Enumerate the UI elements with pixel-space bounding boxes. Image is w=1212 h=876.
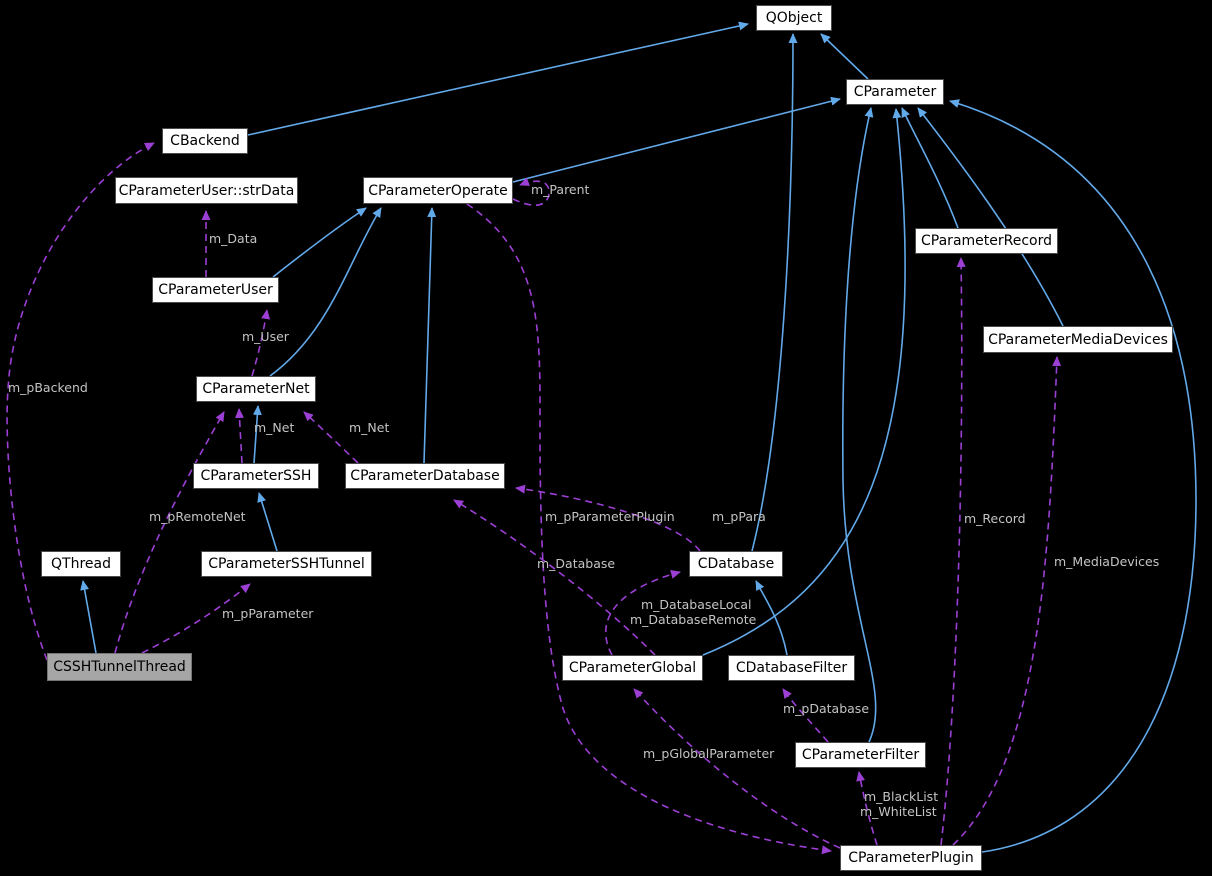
edge-cparametermediadevices-cparameter (917, 107, 1064, 327)
class-node-qobject[interactable]: QObject (756, 5, 832, 31)
edge-label-m-data: m_Data (209, 231, 258, 246)
class-node-qthread[interactable]: QThread (41, 551, 121, 577)
edge-label-m-pparameterplugin: m_pParameterPlugin (545, 509, 675, 524)
edge-label-m-pbackend: m_pBackend (8, 380, 88, 395)
edge-cparameteruser-cparameteroperate (272, 207, 367, 278)
edge-label-m-blacklist: m_BlackList (864, 789, 939, 804)
edge-cparameterglobal-cdatabase-m-databaselocal-remote (604, 570, 681, 656)
edge-label-m-net-database: m_Net (349, 420, 390, 435)
class-node-cparameteruser[interactable]: CParameterUser (152, 277, 279, 303)
edge-csshtunnelthread-qthread (80, 580, 97, 654)
edge-cparameterfilter-cparameter (842, 107, 877, 743)
class-node-cparameterglobal[interactable]: CParameterGlobal (562, 655, 703, 681)
edge-cparameterglobal-cparameter (702, 108, 906, 656)
edge-label-m-database: m_Database (537, 556, 616, 571)
edge-csshtunnelthread-cparametersshtunnel-m-pparameter (141, 583, 251, 654)
edge-label-m-net-ssh: m_Net (254, 420, 295, 435)
edge-cdatabasefilter-cdatabase (755, 580, 788, 656)
edge-cparameterssh-cparameternet (252, 405, 262, 464)
edge-cparameternet-cparameteruser-m-user (251, 309, 271, 377)
edge-cparameter-qobject (820, 33, 869, 80)
class-node-cparameterdatabase[interactable]: CParameterDatabase (345, 463, 505, 489)
edge-cparameterplugin-cparameterfilter-m-blacklist-whitelist (856, 771, 878, 846)
edge-cbackend-qobject (247, 21, 749, 136)
class-node-cparametersshtunnel[interactable]: CParameterSSHTunnel (201, 551, 372, 577)
class-node-cparameter[interactable]: CParameter (846, 79, 944, 105)
class-node-cparameternet[interactable]: CParameterNet (196, 376, 316, 402)
class-node-cparameterplugin[interactable]: CParameterPlugin (840, 845, 982, 871)
edge-cparameteroperate-self-m-parent (512, 177, 550, 207)
class-node-cparameteruser-strdata[interactable]: CParameterUser::strData (115, 177, 298, 204)
edge-cparameterfilter-cdatabasefilter-m-pdatabase (782, 688, 829, 743)
edge-cparameterdatabase-cparameteroperate (423, 207, 437, 464)
edge-cparameterssh-cparameternet-m-net (235, 408, 244, 464)
edge-cparameterplugin-cparametermediadevices-m-mediadevices (952, 356, 1062, 846)
edge-cparameteroperate-cparameterplugin-m-pparameterplugin (466, 203, 832, 855)
edge-cparameterrecord-cparameter (901, 107, 959, 229)
edge-cparameterglobal-cparameterdatabase-m-database (453, 499, 656, 656)
edge-label-m-user: m_User (242, 329, 289, 344)
edge-csshtunnelthread-cparameternet-m-premotenet (114, 411, 225, 654)
class-node-cbackend[interactable]: CBackend (162, 128, 248, 154)
edge-cparameterplugin-cparameterrecord-m-record (940, 257, 966, 846)
edge-label-m-mediadevices: m_MediaDevices (1054, 554, 1160, 569)
class-node-cparameterfilter[interactable]: CParameterFilter (795, 742, 926, 768)
edge-label-m-premotenet: m_pRemoteNet (149, 509, 246, 524)
edge-label-m-record: m_Record (964, 511, 1026, 526)
class-node-cparameterssh[interactable]: CParameterSSH (193, 463, 319, 489)
edge-label-m-pdatabase: m_pDatabase (783, 701, 870, 716)
edge-cparameterplugin-cparameter (949, 99, 1197, 853)
class-node-cparameteroperate[interactable]: CParameterOperate (363, 177, 513, 204)
edge-cparametersshtunnel-cparameterssh (257, 492, 278, 552)
edge-cdatabase-cparameterdatabase-m-ppara (515, 484, 701, 552)
class-node-cdatabasefilter[interactable]: CDatabaseFilter (728, 655, 855, 681)
edge-label-m-pparameter: m_pParameter (222, 606, 314, 621)
edge-label-m-parent: m_Parent (531, 182, 590, 197)
edge-label-m-whitelist: m_WhiteList (860, 804, 937, 819)
edge-cparameterplugin-cparameterglobal-m-pglobalparameter (633, 688, 841, 849)
edge-label-m-databaselocal: m_DatabaseLocal (641, 597, 752, 612)
class-node-cparameterrecord[interactable]: CParameterRecord (915, 228, 1058, 254)
edge-cparameteroperate-cparameter (512, 96, 841, 183)
edge-cparameterdatabase-cparameternet-m-net (303, 411, 359, 464)
class-node-cdatabase[interactable]: CDatabase (689, 551, 783, 577)
class-node-cparametermediadevices[interactable]: CParameterMediaDevices (983, 326, 1173, 353)
edge-cparameternet-cparameteroperate (269, 207, 382, 377)
edge-cdatabase-qobject (751, 33, 798, 552)
edge-label-m-pglobalparameter: m_pGlobalParameter (643, 746, 775, 761)
edge-label-m-databaseremote: m_DatabaseRemote (630, 612, 757, 627)
edge-label-m-ppara: m_pPara (712, 509, 766, 524)
class-node-csshtunnelthread-current[interactable]: CSSHTunnelThread (47, 653, 192, 681)
edge-csshtunnelthread-cbackend-m-pbackend (6, 142, 155, 661)
